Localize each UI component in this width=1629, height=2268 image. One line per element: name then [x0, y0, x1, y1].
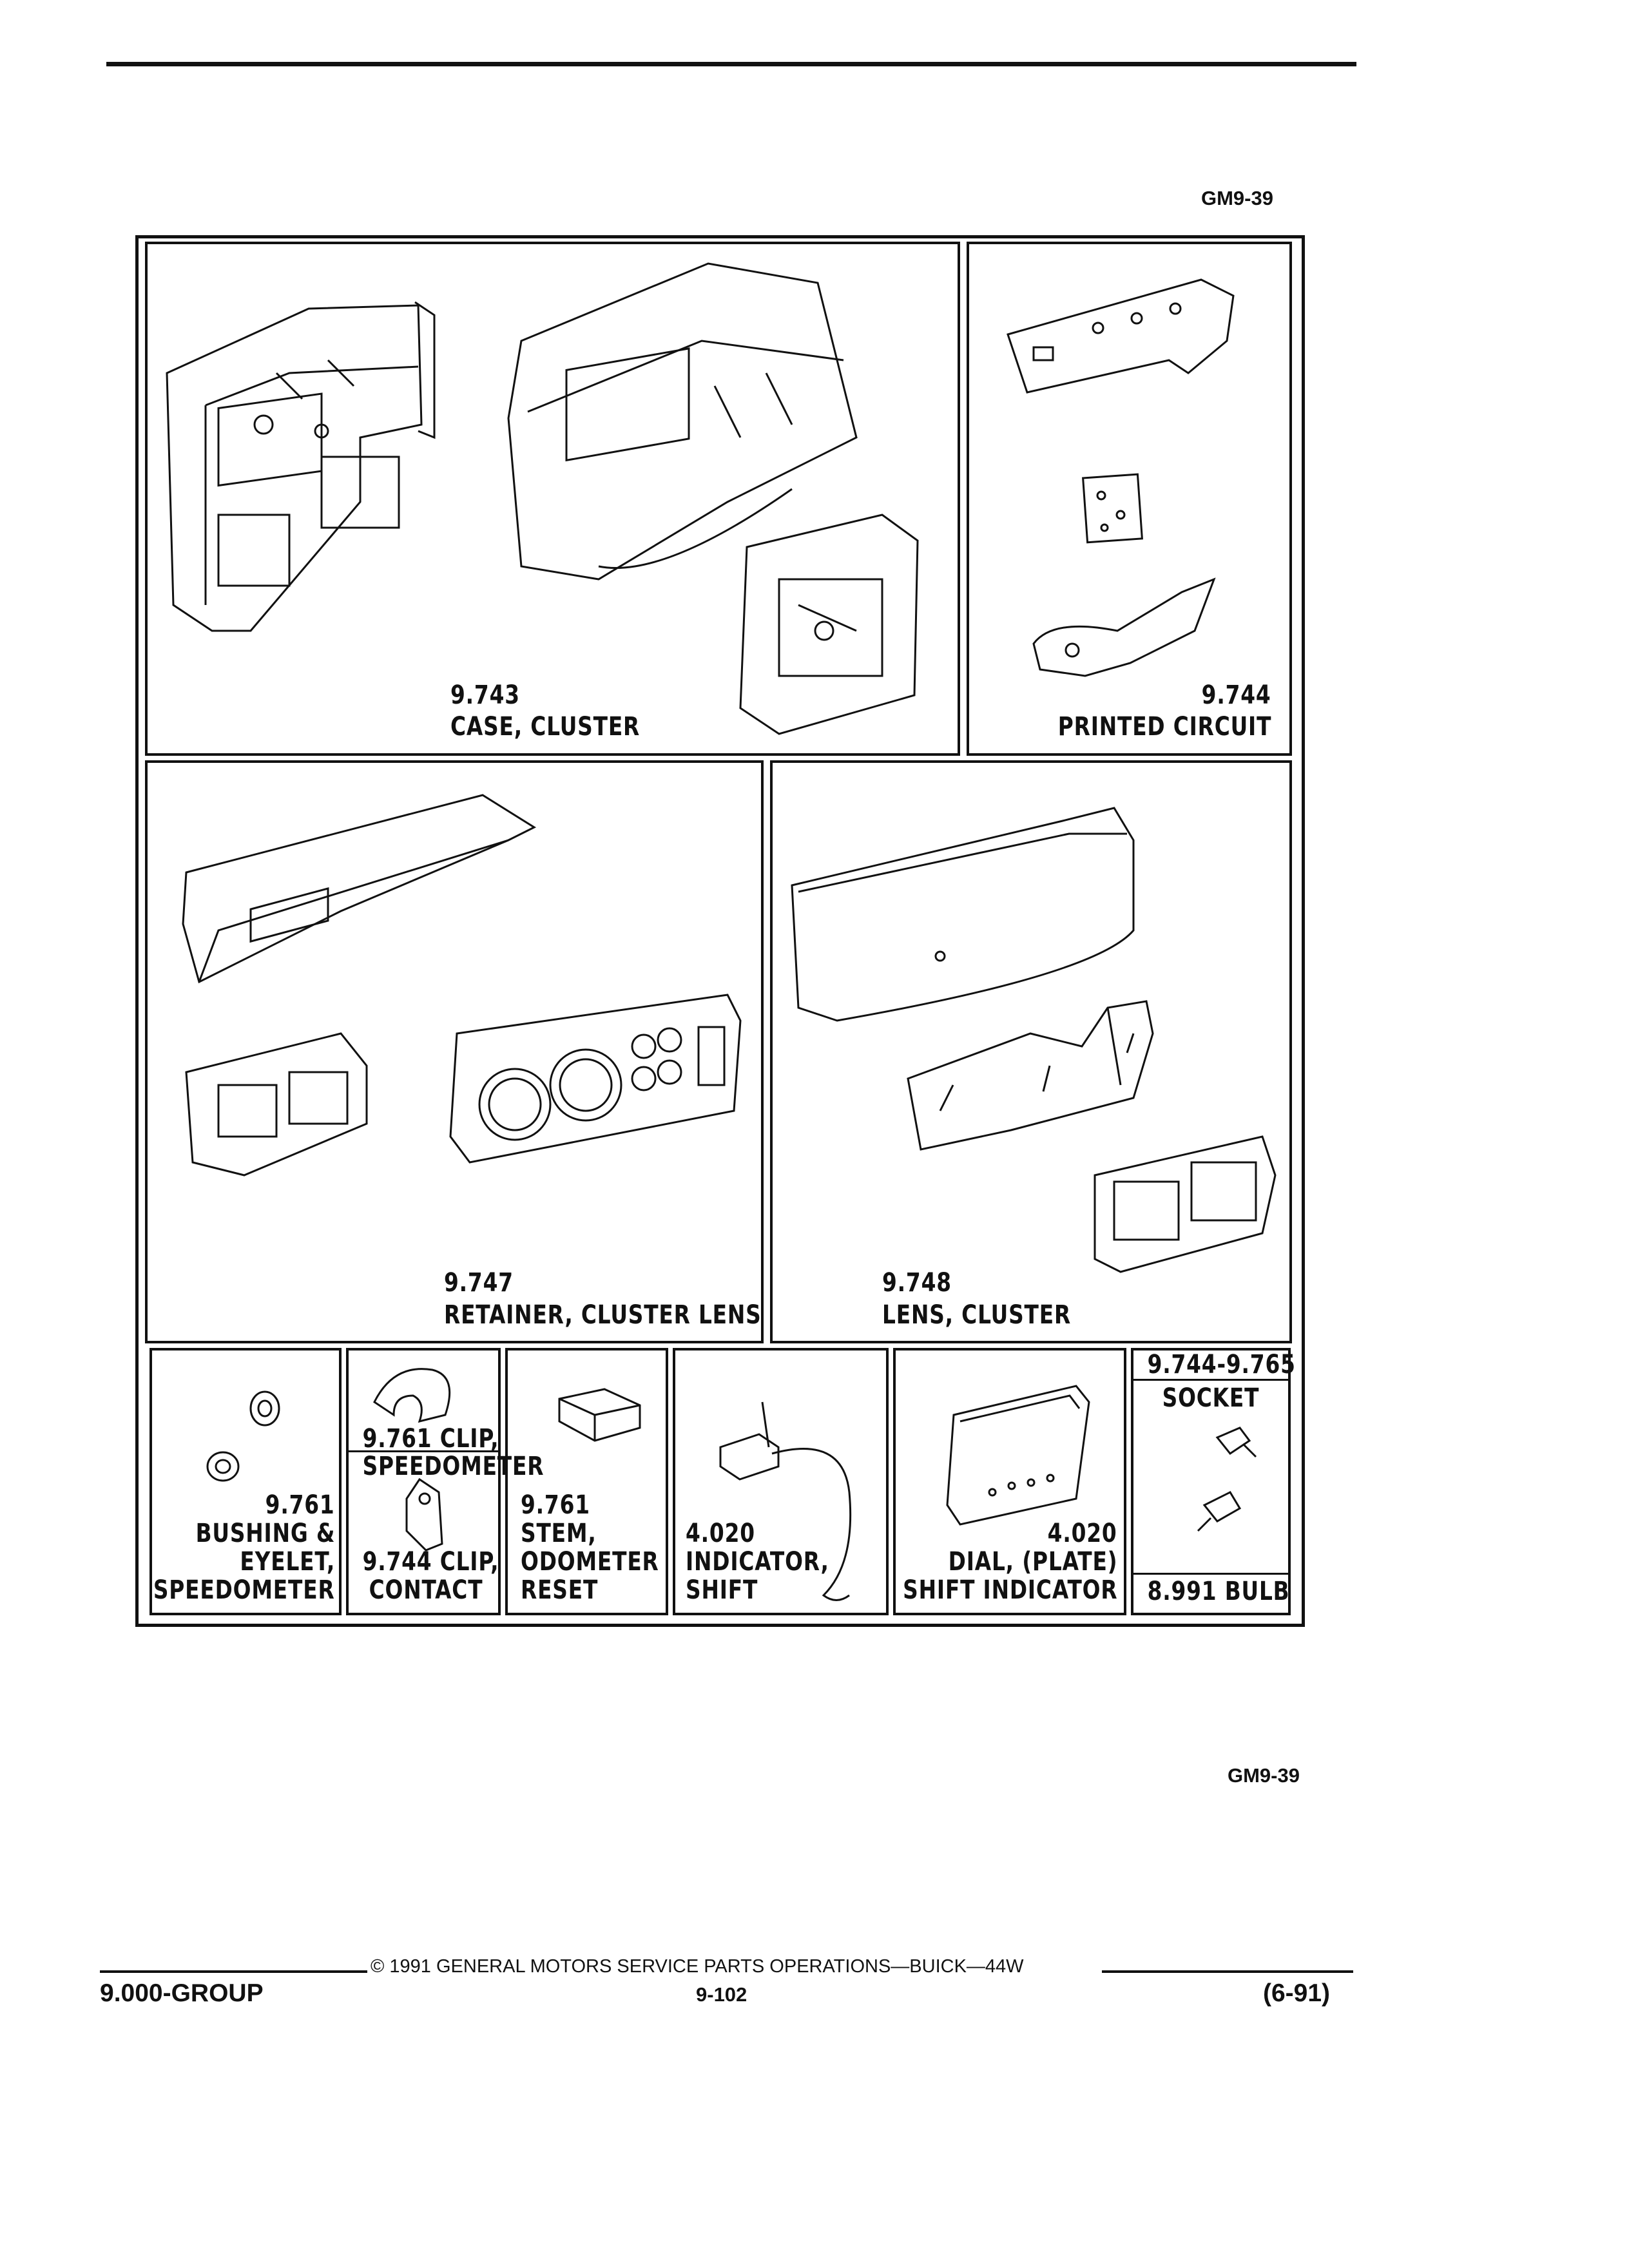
panel-bushing: 9.761 BUSHING & EYELET, SPEEDOMETER: [149, 1348, 342, 1615]
dial-line3: SHIFT INDICATOR: [902, 1575, 1117, 1605]
panel-socket: 9.744-9.765 SOCKET 8.991 BULB: [1131, 1348, 1296, 1618]
panel-clips: 9.761 CLIP, SPEEDOMETER 9.744 CLIP, CONT…: [346, 1348, 545, 1618]
stem-line2: STEM,: [521, 1519, 597, 1548]
figure-ref-top: GM9-39: [1201, 187, 1273, 209]
panel-stem: 9.761 STEM, ODOMETER RESET: [505, 1348, 668, 1615]
indicator-line3: SHIFT: [686, 1575, 758, 1605]
dial-drawing: [896, 1350, 1129, 1618]
socket-line1: 9.744-9.765: [1147, 1350, 1296, 1379]
bushing-line1: BUSHING &: [195, 1519, 335, 1548]
lens-number: 9.748: [882, 1268, 952, 1298]
dial-line1: 4.020: [1048, 1519, 1117, 1548]
panel-printed-circuit: 9.744 PRINTED CIRCUIT: [967, 242, 1292, 756]
socket-line2: SOCKET: [1162, 1383, 1260, 1413]
clip-contact-line2: CONTACT: [369, 1575, 483, 1605]
printed-circuit-number: 9.744: [1202, 680, 1271, 710]
clip-speedometer-line1: 9.761 CLIP,: [362, 1424, 499, 1454]
figure-ref-bottom: GM9-39: [1228, 1764, 1300, 1787]
clip-speedometer-line2: SPEEDOMETER: [362, 1452, 545, 1481]
retainer-drawing: [148, 763, 766, 1346]
retainer-name: RETAINER, CLUSTER LENS: [444, 1300, 762, 1330]
footer-date: (6-91): [1263, 1979, 1331, 2007]
footer-rule-right: [1102, 1970, 1353, 1973]
indicator-line2: INDICATOR,: [686, 1547, 829, 1577]
dial-line2: DIAL, (PLATE): [948, 1547, 1117, 1577]
printed-circuit-drawing: [969, 244, 1295, 758]
panel-indicator: 4.020 INDICATOR, SHIFT: [673, 1348, 889, 1615]
stem-line4: RESET: [521, 1575, 599, 1605]
socket-drawing: [1133, 1350, 1293, 1618]
bushing-drawing: [152, 1350, 344, 1618]
lens-name: LENS, CLUSTER: [882, 1300, 1072, 1330]
footer-page: 9-102: [696, 1983, 747, 2006]
bulb-divider: [1133, 1573, 1288, 1575]
footer-group: 9.000-GROUP: [100, 1979, 264, 2007]
bushing-line2: EYELET,: [240, 1547, 335, 1577]
footer-copyright: © 1991 GENERAL MOTORS SERVICE PARTS OPER…: [371, 1956, 1024, 1977]
case-cluster-number: 9.743: [450, 680, 520, 710]
stem-drawing: [508, 1350, 671, 1618]
bushing-number: 9.761: [265, 1490, 335, 1520]
clip-speedometer-drawing: [349, 1350, 503, 1618]
figure-frame: [135, 235, 1305, 1627]
retainer-number: 9.747: [444, 1268, 514, 1298]
stem-line1: 9.761: [521, 1490, 590, 1520]
clip-divider: [349, 1450, 498, 1452]
top-rule: [106, 62, 1356, 66]
panel-case-cluster: 9.743 CASE, CLUSTER: [145, 242, 960, 756]
lens-drawing: [773, 763, 1295, 1346]
indicator-line1: 4.020: [686, 1519, 755, 1548]
stem-line3: ODOMETER: [521, 1547, 659, 1577]
printed-circuit-name: PRINTED CIRCUIT: [1057, 712, 1271, 742]
clip-contact-line1: 9.744 CLIP,: [362, 1547, 499, 1577]
panel-dial: 4.020 DIAL, (PLATE) SHIFT INDICATOR: [893, 1348, 1126, 1615]
panel-lens: 9.748 LENS, CLUSTER: [770, 760, 1292, 1343]
socket-divider: [1133, 1379, 1288, 1381]
case-cluster-drawing: [148, 244, 963, 758]
panel-retainer: 9.747 RETAINER, CLUSTER LENS: [145, 760, 764, 1343]
footer-rule-left: [100, 1970, 367, 1973]
bushing-line3: SPEEDOMETER: [153, 1575, 335, 1605]
socket-bulb: 8.991 BULB: [1147, 1577, 1290, 1606]
case-cluster-name: CASE, CLUSTER: [450, 712, 641, 742]
indicator-drawing: [675, 1350, 891, 1618]
